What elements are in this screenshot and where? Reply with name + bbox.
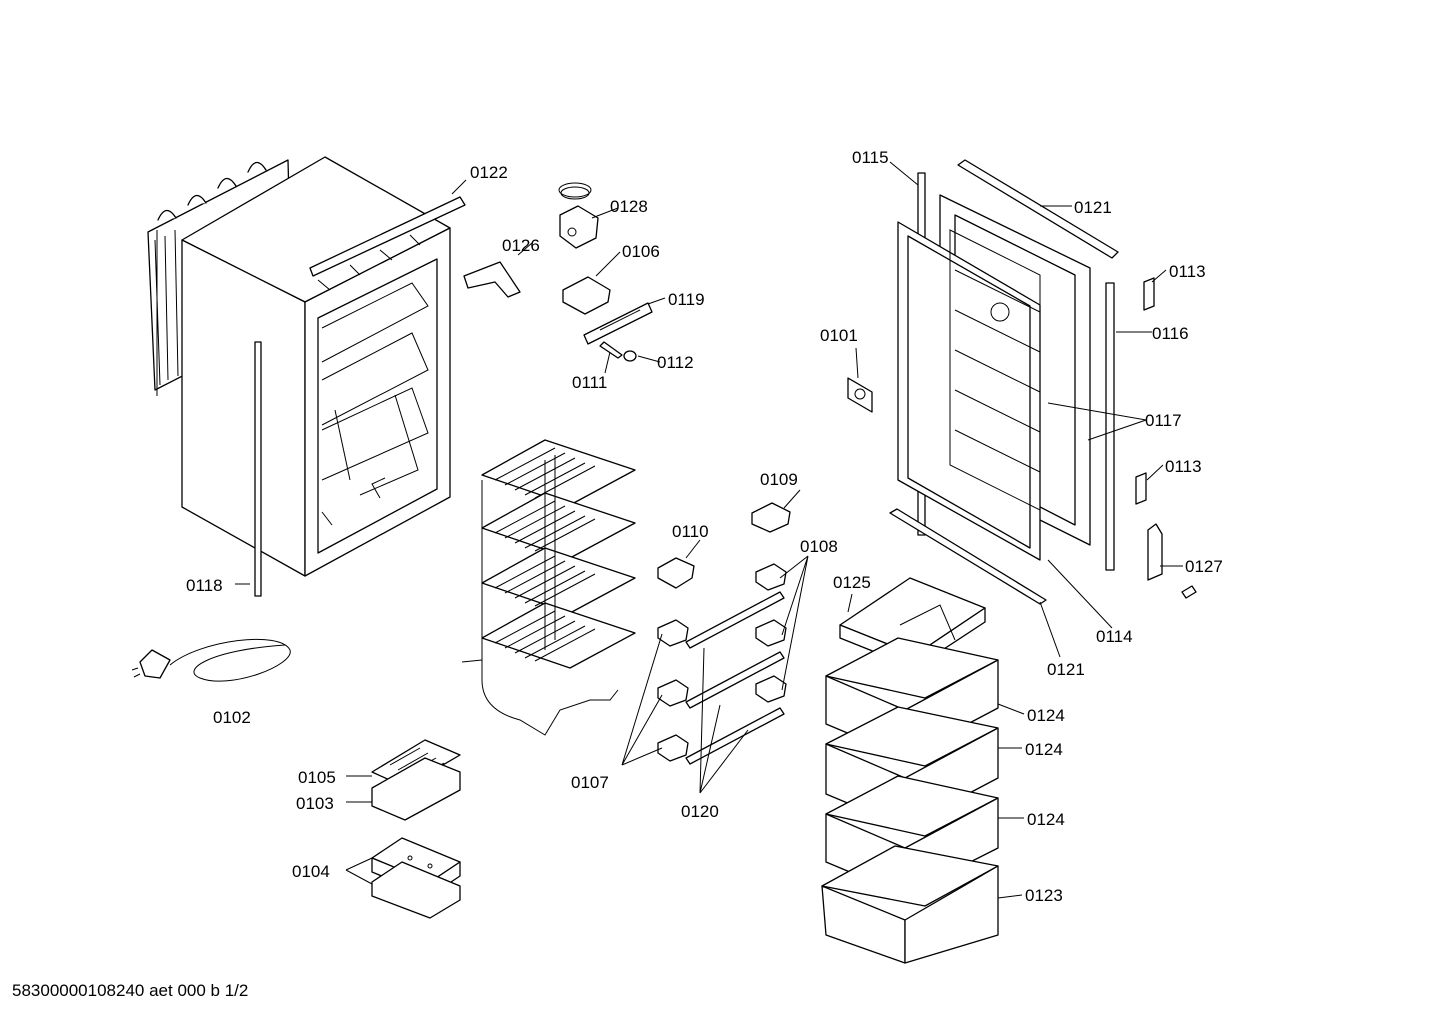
label-0115: 0115 [852, 148, 889, 167]
door-top-trim-0121 [957, 159, 1119, 259]
ice-box-0103 [371, 757, 461, 821]
label-0128: 0128 [610, 197, 648, 216]
label-0106: 0106 [622, 242, 660, 261]
thermostat-capillary [558, 182, 592, 200]
label-0123: 0123 [1025, 886, 1063, 905]
label-0119: 0119 [668, 290, 705, 309]
control-housing-0106 [562, 276, 611, 315]
cabinet-top-bracket [309, 196, 466, 277]
label-0118: 0118 [186, 576, 223, 595]
thermostat [559, 205, 599, 249]
label-0127: 0127 [1185, 557, 1223, 576]
hinge-0127 [1147, 523, 1163, 581]
label-0113-top: 0113 [1169, 262, 1206, 281]
label-0102: 0102 [213, 708, 251, 727]
label-0109: 0109 [760, 470, 798, 489]
label-0110: 0110 [672, 522, 709, 541]
label-0125: 0125 [833, 573, 871, 592]
leader-lines [235, 161, 1183, 899]
side-strip-0116 [1105, 282, 1115, 571]
label-0105: 0105 [298, 768, 336, 787]
cabinet-body [181, 156, 451, 577]
drain-tube [254, 341, 262, 597]
door-emblem-0101 [847, 377, 873, 413]
label-0126: 0126 [502, 236, 540, 255]
label-0111: 0111 [572, 373, 607, 392]
hinge-bracket-0126 [463, 261, 521, 298]
cold-packs-0104 [371, 837, 461, 919]
shelf-support-0109 [751, 502, 791, 533]
knob-shaft-0111 [599, 341, 623, 359]
label-0103: 0103 [296, 794, 334, 813]
label-0107: 0107 [571, 773, 609, 792]
shelf-clips-0107 [657, 619, 689, 762]
document-footer-code: 58300000108240 aet 000 b 1/2 [12, 981, 249, 1000]
label-0120: 0120 [681, 802, 719, 821]
hinge-cover-0113-bottom [1135, 472, 1147, 505]
door-bottom-trim-0121 [889, 508, 1047, 605]
label-0124-1: 0124 [1027, 706, 1065, 725]
hinge-cover-0113-top [1143, 277, 1155, 311]
label-0104: 0104 [292, 862, 330, 881]
label-0113-bottom: 0113 [1165, 457, 1202, 476]
label-0112: 0112 [657, 353, 694, 372]
screw-0127 [1181, 585, 1197, 599]
label-0122: 0122 [470, 163, 508, 182]
door-gasket-0117 [949, 229, 1041, 511]
door-frame-0114 [897, 221, 1041, 561]
part-labels: 0122 0128 0126 0106 0119 0112 0111 0118 … [186, 148, 1223, 905]
shelf-support-0110 [657, 557, 695, 589]
knob-0112 [623, 350, 637, 362]
shelf-clips-0108 [755, 563, 787, 703]
label-0124-3: 0124 [1027, 810, 1065, 829]
label-0117: 0117 [1145, 411, 1182, 430]
label-0121-bottom: 0121 [1047, 660, 1085, 679]
label-0124-2: 0124 [1025, 740, 1063, 759]
label-0121-top: 0121 [1074, 198, 1112, 217]
power-cord [131, 638, 291, 682]
label-0101: 0101 [820, 326, 858, 345]
label-0116: 0116 [1152, 324, 1189, 343]
shelf-rails-0120 [685, 591, 785, 765]
drawer-0123 [821, 845, 999, 964]
control-panel-0119 [583, 302, 653, 345]
label-0114: 0114 [1096, 627, 1133, 646]
evaporator-shelves [461, 439, 636, 736]
label-0108: 0108 [800, 537, 838, 556]
